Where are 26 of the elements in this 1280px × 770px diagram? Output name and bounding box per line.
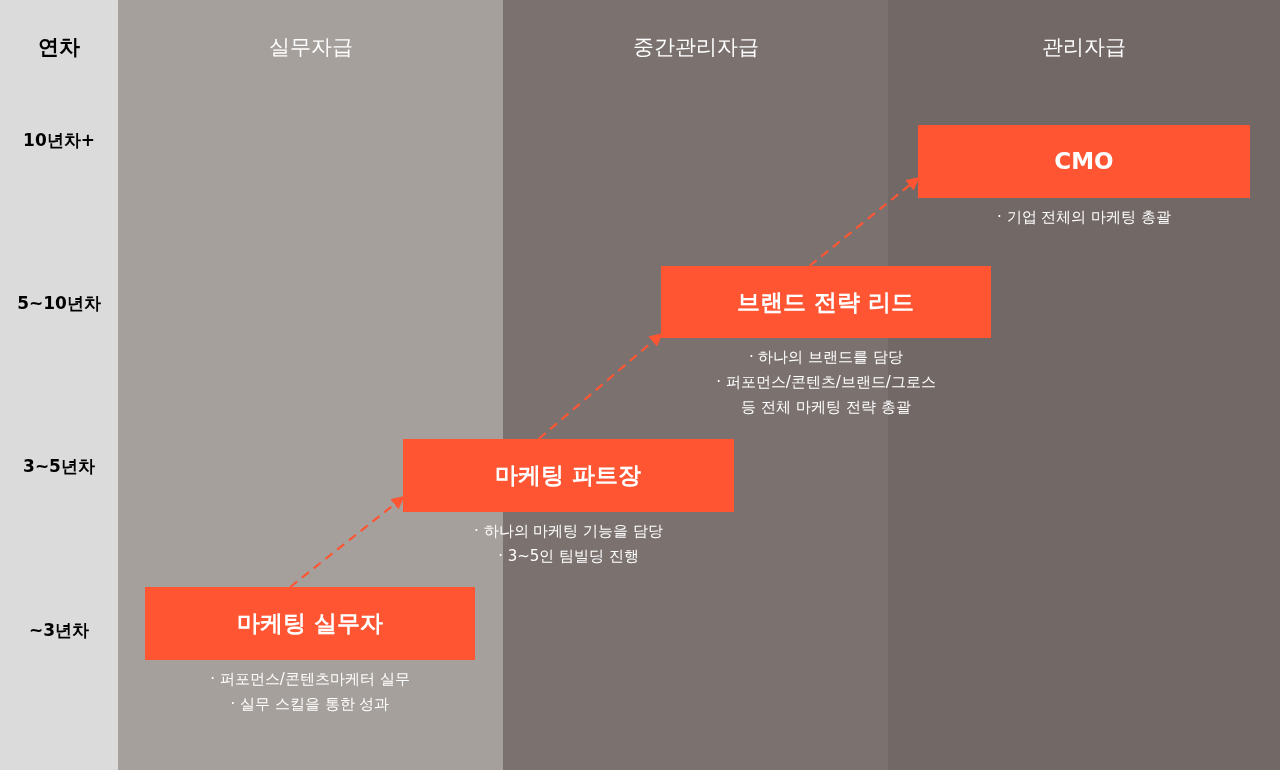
role-box xyxy=(661,266,991,338)
role-description: · 하나의 마케팅 기능을 담당 xyxy=(474,521,663,542)
role-description: · 하나의 브랜드를 담당 xyxy=(748,347,904,368)
role-box xyxy=(918,125,1250,198)
dashed-arrow xyxy=(808,176,920,267)
band-header: 관리자급 xyxy=(1041,34,1127,61)
year-label: ~3년차 xyxy=(27,619,91,642)
dashed-arrow xyxy=(289,496,405,588)
role-title: 브랜드 전략 리드 xyxy=(737,287,915,317)
role-description: · 기업 전체의 마케팅 총괄 xyxy=(997,207,1171,228)
role-description: · 퍼포먼스/콘텐츠마케터 실무 xyxy=(210,669,410,690)
role-box xyxy=(403,439,734,512)
column-header: 연차 xyxy=(37,34,81,61)
role-description: · 실무 스킬을 통한 성과 xyxy=(230,694,390,715)
role-title: 마케팅 실무자 xyxy=(237,609,383,639)
role-title: CMO xyxy=(1054,147,1114,177)
role-title: 마케팅 파트장 xyxy=(495,461,642,491)
year-label: 3~5년차 xyxy=(22,455,96,478)
role-description: · 3~5인 팀빌딩 진행 xyxy=(498,546,639,567)
role-description: · 퍼포먼스/콘텐츠/브랜드/그로스 등 전체 마케팅 전략 총괄 xyxy=(715,372,937,418)
year-label: 10년차+ xyxy=(22,129,96,152)
year-label: 5~10년차 xyxy=(16,292,102,315)
dashed-arrow xyxy=(538,332,663,440)
band-header: 중간관리자급 xyxy=(631,34,760,61)
role-box xyxy=(145,587,475,660)
band-header: 실무자급 xyxy=(267,34,354,61)
